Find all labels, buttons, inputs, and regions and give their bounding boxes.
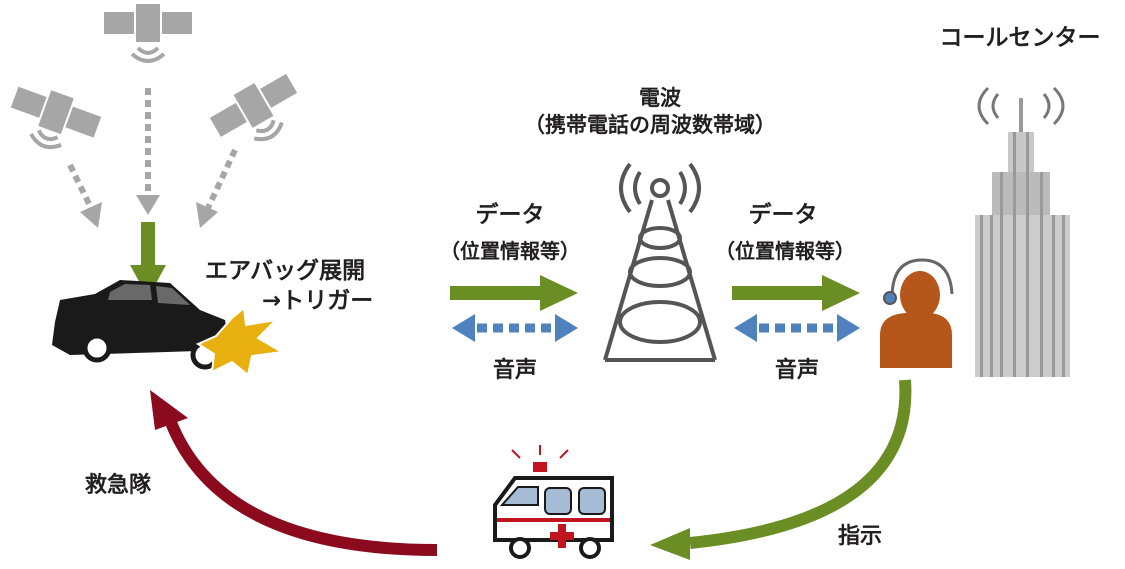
voice-left-label: 音声 — [493, 357, 537, 383]
voice-arrow-right — [734, 314, 860, 342]
radio-tower-icon — [603, 162, 717, 362]
data-arrow-right — [732, 275, 860, 311]
trigger-label: →トリガー — [262, 288, 373, 314]
green-arrow-down — [130, 222, 166, 298]
call-center-label: コールセンター — [940, 25, 1101, 51]
data-right-label: データ — [749, 201, 818, 228]
satellite-icon — [10, 4, 298, 150]
radio-wave-sub-label: （携帯電話の周波数帯域） — [524, 113, 776, 137]
voice-arrow-left — [452, 314, 578, 342]
rescue-arrow — [150, 390, 438, 556]
car-icon — [52, 280, 230, 370]
ambulance-icon — [493, 445, 614, 559]
voice-right-label: 音声 — [775, 357, 819, 383]
airbag-label: エアバッグ展開 — [205, 257, 365, 284]
instruction-arrow — [650, 379, 912, 560]
data-left-label: データ — [476, 201, 545, 228]
instruction-label: 指示 — [838, 524, 882, 549]
data-right-sub-label: （位置情報等） — [715, 239, 855, 263]
call-center-building-icon — [975, 86, 1070, 377]
satellite-signal-arrows — [67, 88, 238, 228]
rescue-label: 救急隊 — [85, 472, 152, 498]
radio-wave-label: 電波 — [639, 86, 682, 110]
data-left-sub-label: （位置情報等） — [440, 239, 580, 263]
data-arrow-left — [450, 275, 578, 311]
operator-icon — [880, 258, 954, 368]
crash-burst-icon — [195, 306, 286, 377]
